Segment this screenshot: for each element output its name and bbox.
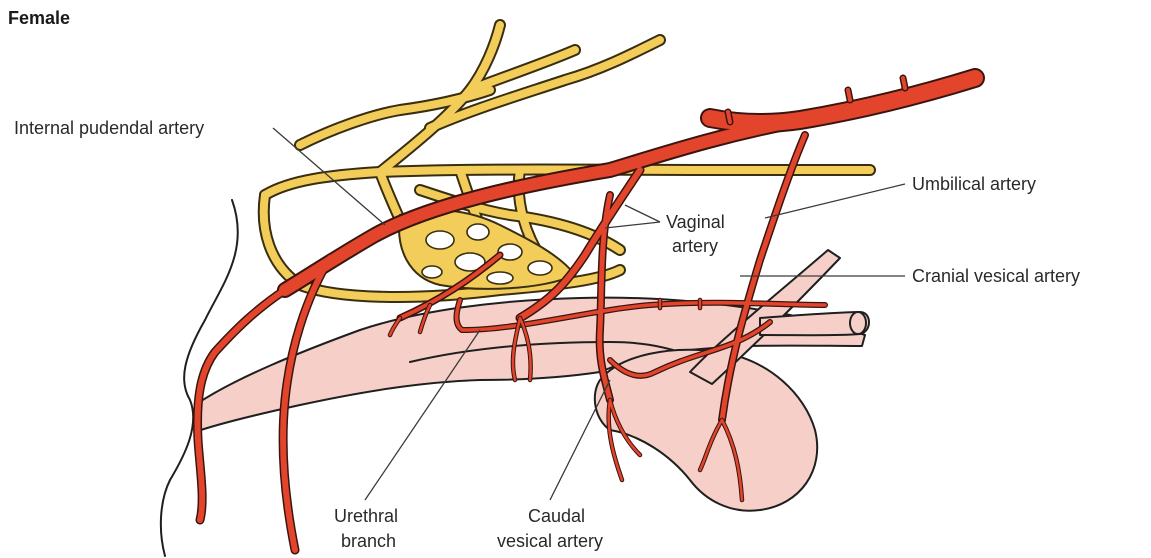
label-cranial-vesical-artery: Cranial vesical artery: [912, 266, 1080, 286]
label-urethral-branch-line2: branch: [341, 531, 396, 551]
rectum-end: [850, 312, 866, 334]
label-caudal-vesical-artery-line1: Caudal: [528, 506, 585, 526]
label-internal-pudendal-artery: Internal pudendal artery: [14, 118, 204, 138]
label-umbilical-artery: Umbilical artery: [912, 174, 1036, 194]
leader-caudal-vesical: [550, 380, 610, 500]
diagram-title: Female: [8, 8, 70, 28]
label-vaginal-artery-line2: artery: [672, 236, 718, 256]
label-vaginal-artery-line1: Vaginal: [666, 212, 725, 232]
leader-vaginal-1: [625, 205, 660, 222]
leader-vaginal-2: [605, 222, 660, 228]
label-caudal-vesical-artery-line2: vesical artery: [497, 531, 603, 551]
label-urethral-branch-line1: Urethral: [334, 506, 398, 526]
